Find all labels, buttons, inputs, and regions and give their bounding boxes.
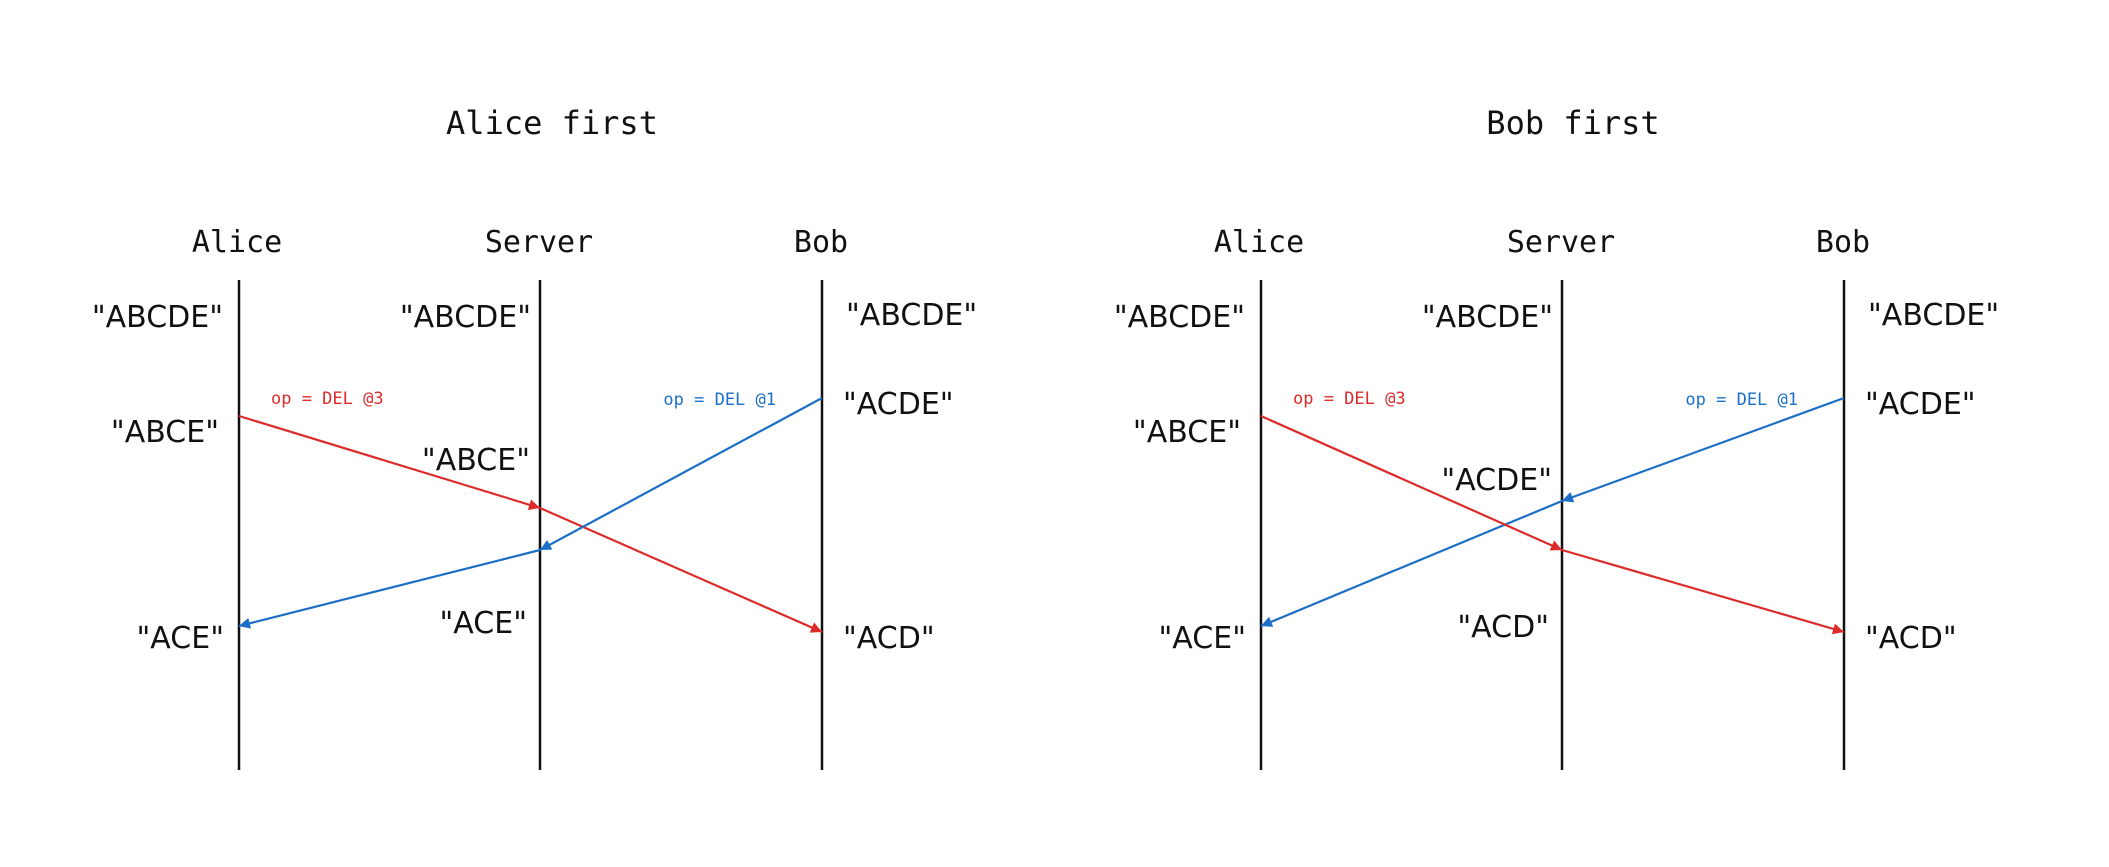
state-alice-final: "ACE" bbox=[1159, 621, 1247, 656]
op-label-alice: op = DEL @3 bbox=[271, 389, 384, 409]
actor-label-alice: Alice bbox=[192, 225, 282, 260]
state-server-first: "ABCE" bbox=[422, 443, 530, 478]
panel-alice-first: Alice first Alice Server Bob op = DEL @3… bbox=[92, 104, 977, 770]
actor-label-bob: Bob bbox=[794, 225, 848, 260]
state-alice-final: "ACE" bbox=[137, 621, 225, 656]
state-bob-after-op: "ACDE" bbox=[1865, 387, 1976, 422]
message-server-to-alice bbox=[238, 548, 541, 629]
state-server-second: "ACD" bbox=[1457, 610, 1549, 645]
state-alice-initial: "ABCDE" bbox=[1114, 300, 1245, 335]
state-server-initial: "ABCDE" bbox=[1422, 300, 1553, 335]
state-bob-final: "ACD" bbox=[843, 621, 935, 656]
op-label-bob: op = DEL @1 bbox=[663, 390, 776, 410]
message-server-to-bob bbox=[539, 506, 823, 634]
panel-bob-first: Bob first Alice Server Bob op = DEL @3 o… bbox=[1114, 104, 1999, 770]
op-label-alice: op = DEL @3 bbox=[1293, 389, 1406, 409]
state-alice-after-op: "ABCE" bbox=[111, 415, 219, 450]
actor-label-bob: Bob bbox=[1816, 225, 1870, 260]
message-server-to-alice bbox=[1260, 499, 1563, 628]
message-bob-op-to-server bbox=[539, 397, 823, 551]
message-alice-op-to-server bbox=[238, 414, 541, 511]
state-bob-after-op: "ACDE" bbox=[843, 387, 954, 422]
state-alice-after-op: "ABCE" bbox=[1133, 415, 1241, 450]
state-bob-initial: "ABCDE" bbox=[846, 298, 977, 333]
message-alice-op-to-server bbox=[1260, 414, 1563, 552]
state-server-second: "ACE" bbox=[440, 606, 528, 641]
state-bob-final: "ACD" bbox=[1865, 621, 1957, 656]
message-bob-op-to-server bbox=[1561, 396, 1845, 503]
op-label-bob: op = DEL @1 bbox=[1685, 390, 1798, 410]
panel-title: Bob first bbox=[1486, 104, 1659, 142]
state-bob-initial: "ABCDE" bbox=[1868, 298, 1999, 333]
actor-label-alice: Alice bbox=[1214, 225, 1304, 260]
panel-title: Alice first bbox=[446, 104, 658, 142]
message-server-to-bob bbox=[1561, 548, 1845, 635]
state-alice-initial: "ABCDE" bbox=[92, 300, 223, 335]
state-server-initial: "ABCDE" bbox=[400, 300, 531, 335]
state-server-first: "ACDE" bbox=[1441, 463, 1552, 498]
actor-label-server: Server bbox=[1507, 225, 1615, 260]
actor-label-server: Server bbox=[485, 225, 593, 260]
